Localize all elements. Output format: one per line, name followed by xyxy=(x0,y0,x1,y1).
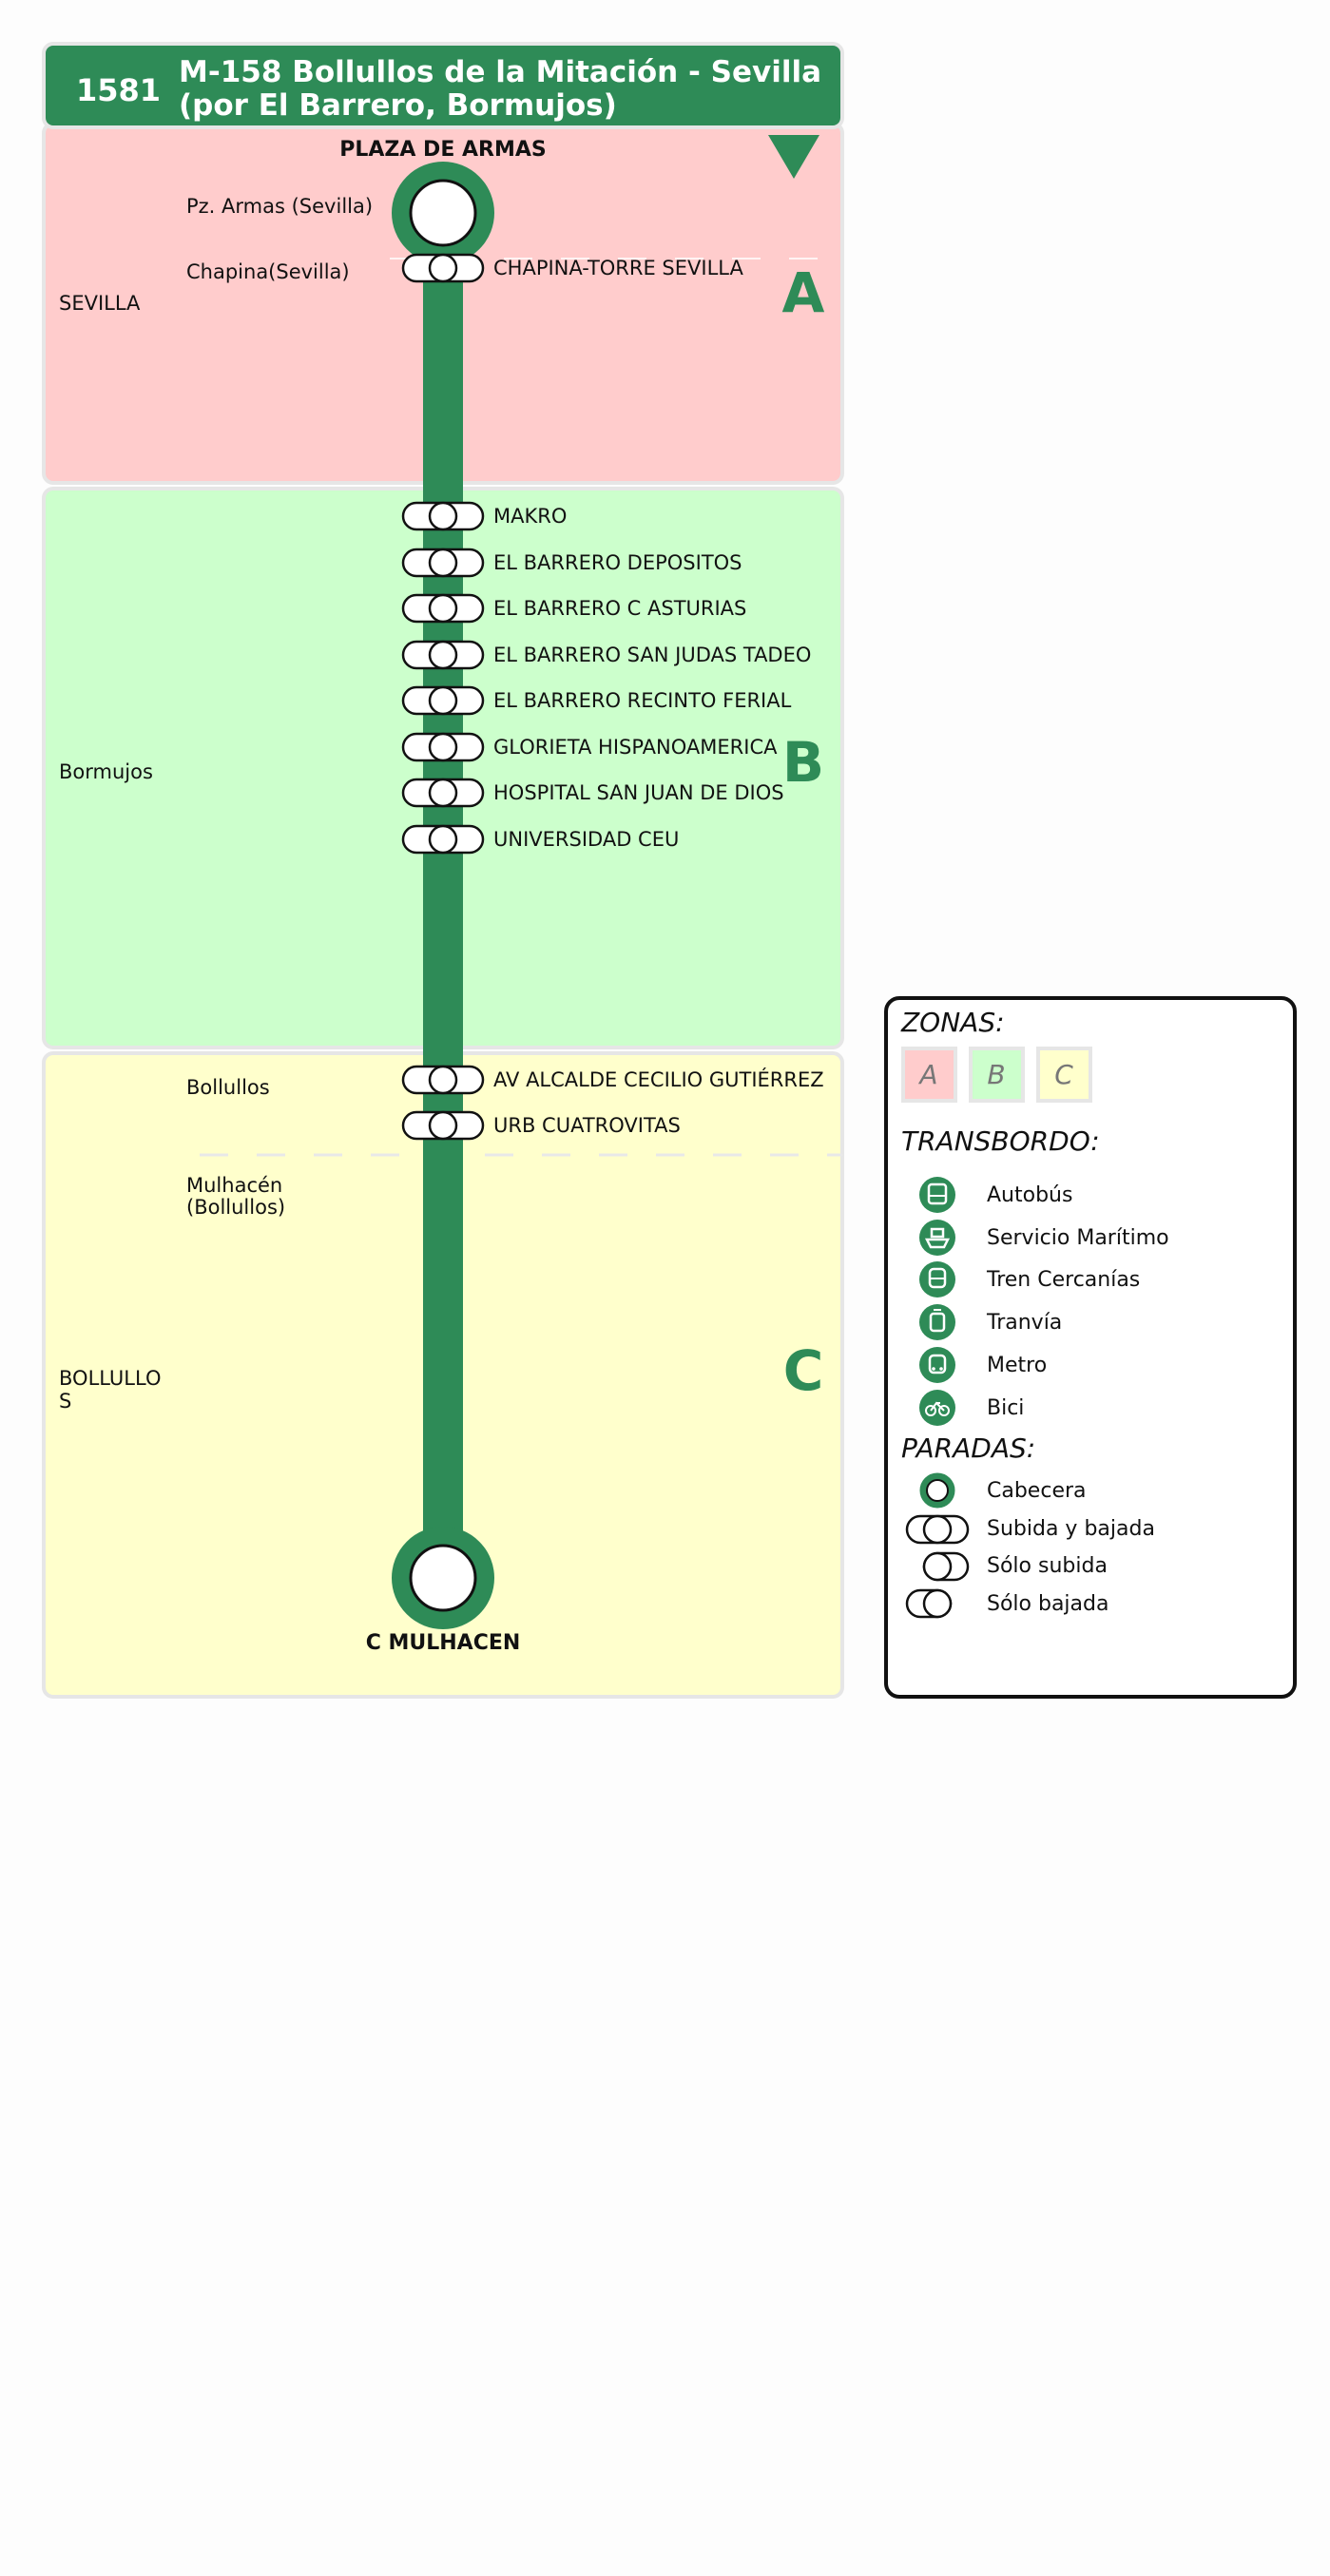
line-number: 1581 xyxy=(76,72,161,108)
boarding-stop-icon xyxy=(922,1551,970,1582)
stop-name: HOSPITAL SAN JUAN DE DIOS xyxy=(493,781,784,804)
legend-zone-b-swatch xyxy=(969,1047,1025,1103)
municipality-label: S xyxy=(59,1390,71,1413)
bike-icon xyxy=(919,1390,955,1426)
legend-zone-b-letter: B xyxy=(987,1059,1005,1090)
legend-zone-a-swatch xyxy=(901,1047,957,1103)
stop-marker[interactable]: CHAPINA-TORRE SEVILLA xyxy=(401,253,743,283)
stop-dot xyxy=(428,1065,458,1095)
terminal-label-end: C MULHACEN xyxy=(366,1631,521,1655)
stop-dot xyxy=(428,824,458,855)
legend-stop-label: Sólo bajada xyxy=(987,1592,1108,1616)
bus-icon xyxy=(919,1177,955,1213)
locality-label: Chapina(Sevilla) xyxy=(186,260,350,283)
stop-name: UNIVERSIDAD CEU xyxy=(493,828,679,851)
both-stop-icon xyxy=(905,1514,970,1545)
route-title-line2: (por El Barrero, Bormujos) xyxy=(179,88,617,123)
stop-dot xyxy=(428,732,458,762)
terminal-stop-start-ring xyxy=(409,179,477,247)
legend-stop-label: Sólo subida xyxy=(987,1554,1108,1578)
municipality-label: BOLLULLO xyxy=(59,1367,161,1390)
municipality-label: SEVILLA xyxy=(59,292,141,315)
alighting-stop-icon xyxy=(905,1588,953,1619)
stop-name: EL BARRERO DEPOSITOS xyxy=(493,551,742,574)
stop-marker[interactable]: URB CUATROVITAS xyxy=(401,1110,681,1141)
legend-stop-label: Subida y bajada xyxy=(987,1517,1155,1541)
stop-marker[interactable]: EL BARRERO DEPOSITOS xyxy=(401,548,742,578)
stop-dot xyxy=(428,253,458,283)
stop-marker[interactable]: UNIVERSIDAD CEU xyxy=(401,824,679,855)
stop-dot xyxy=(428,548,458,578)
stop-dot xyxy=(428,685,458,716)
terminal-stop-end-ring xyxy=(409,1544,477,1612)
legend-transfer-label: Metro xyxy=(987,1354,1047,1377)
metro-icon xyxy=(919,1347,955,1383)
legend-transfer-label: Tranvía xyxy=(986,1311,1062,1335)
stop-marker[interactable]: EL BARRERO RECINTO FERIAL xyxy=(401,685,792,716)
stop-name: CHAPINA-TORRE SEVILLA xyxy=(493,257,743,279)
stop-name: AV ALCALDE CECILIO GUTIÉRREZ xyxy=(493,1067,824,1091)
route-title-line1: M-158 Bollullos de la Mitación - Sevilla xyxy=(179,55,821,89)
legend-zone-a-letter: A xyxy=(917,1059,937,1090)
terminal-stop-end xyxy=(392,1527,494,1629)
stop-name: URB CUATROVITAS xyxy=(493,1114,681,1137)
legend-transfer-label: Autobús xyxy=(987,1183,1072,1207)
locality-label: Bollullos xyxy=(186,1076,270,1099)
legend-transfer-label: Tren Cercanías xyxy=(986,1268,1140,1292)
zone-letter-a: A xyxy=(782,260,825,325)
train-icon xyxy=(919,1261,955,1298)
legend-transfer-label: Servicio Marítimo xyxy=(987,1226,1169,1250)
locality-label: Mulhacén xyxy=(186,1174,282,1197)
header-bar xyxy=(42,42,844,129)
stop-marker[interactable]: MAKRO xyxy=(401,501,567,531)
stop-marker[interactable]: GLORIETA HISPANOAMERICA xyxy=(401,732,778,762)
stop-name: EL BARRERO RECINTO FERIAL xyxy=(493,689,792,712)
legend-zone-c-swatch xyxy=(1036,1047,1092,1103)
terminal-stop-icon xyxy=(919,1472,955,1509)
tram-icon xyxy=(919,1304,955,1340)
stop-name: GLORIETA HISPANOAMERICA xyxy=(493,736,778,759)
terminal-label-start: PLAZA DE ARMAS xyxy=(339,138,547,162)
stop-dot xyxy=(428,640,458,670)
locality-label: (Bollullos) xyxy=(186,1196,285,1219)
stop-dot xyxy=(428,778,458,808)
municipality-label: Bormujos xyxy=(59,760,153,783)
stop-dot xyxy=(428,1110,458,1141)
stop-name: EL BARRERO C ASTURIAS xyxy=(493,597,746,620)
stop-marker[interactable]: AV ALCALDE CECILIO GUTIÉRREZ xyxy=(401,1065,824,1095)
ferry-icon xyxy=(919,1220,955,1256)
legend-box xyxy=(884,996,1297,1699)
legend-zones-title: ZONAS: xyxy=(900,1007,1005,1038)
zone-letter-c: C xyxy=(783,1338,824,1403)
legend: ZONAS: A B C TRANSBORDO: xyxy=(884,996,1297,1699)
stop-name: EL BARRERO SAN JUDAS TADEO xyxy=(493,644,811,666)
legend-transfer-title: TRANSBORDO: xyxy=(901,1125,1100,1157)
stop-dot xyxy=(428,593,458,624)
stop-dot xyxy=(428,501,458,531)
stops-layer: CHAPINA-TORRE SEVILLA MAKRO EL BARRERO DEP… xyxy=(401,253,824,1141)
stop-marker[interactable]: HOSPITAL SAN JUAN DE DIOS xyxy=(401,778,784,808)
legend-transfer-label: Bici xyxy=(987,1396,1024,1420)
terminal-stop-start xyxy=(392,162,494,264)
zone-letter-b: B xyxy=(782,730,824,795)
legend-stop-label: Cabecera xyxy=(987,1479,1087,1503)
legend-zone-c-letter: C xyxy=(1054,1059,1073,1090)
triangle-down-icon xyxy=(768,135,819,179)
locality-label: Pz. Armas (Sevilla) xyxy=(186,195,373,218)
stop-marker[interactable]: EL BARRERO SAN JUDAS TADEO xyxy=(401,640,811,670)
stop-marker[interactable]: EL BARRERO C ASTURIAS xyxy=(401,593,746,624)
stop-name: MAKRO xyxy=(493,505,567,528)
legend-stops-title: PARADAS: xyxy=(901,1432,1035,1464)
